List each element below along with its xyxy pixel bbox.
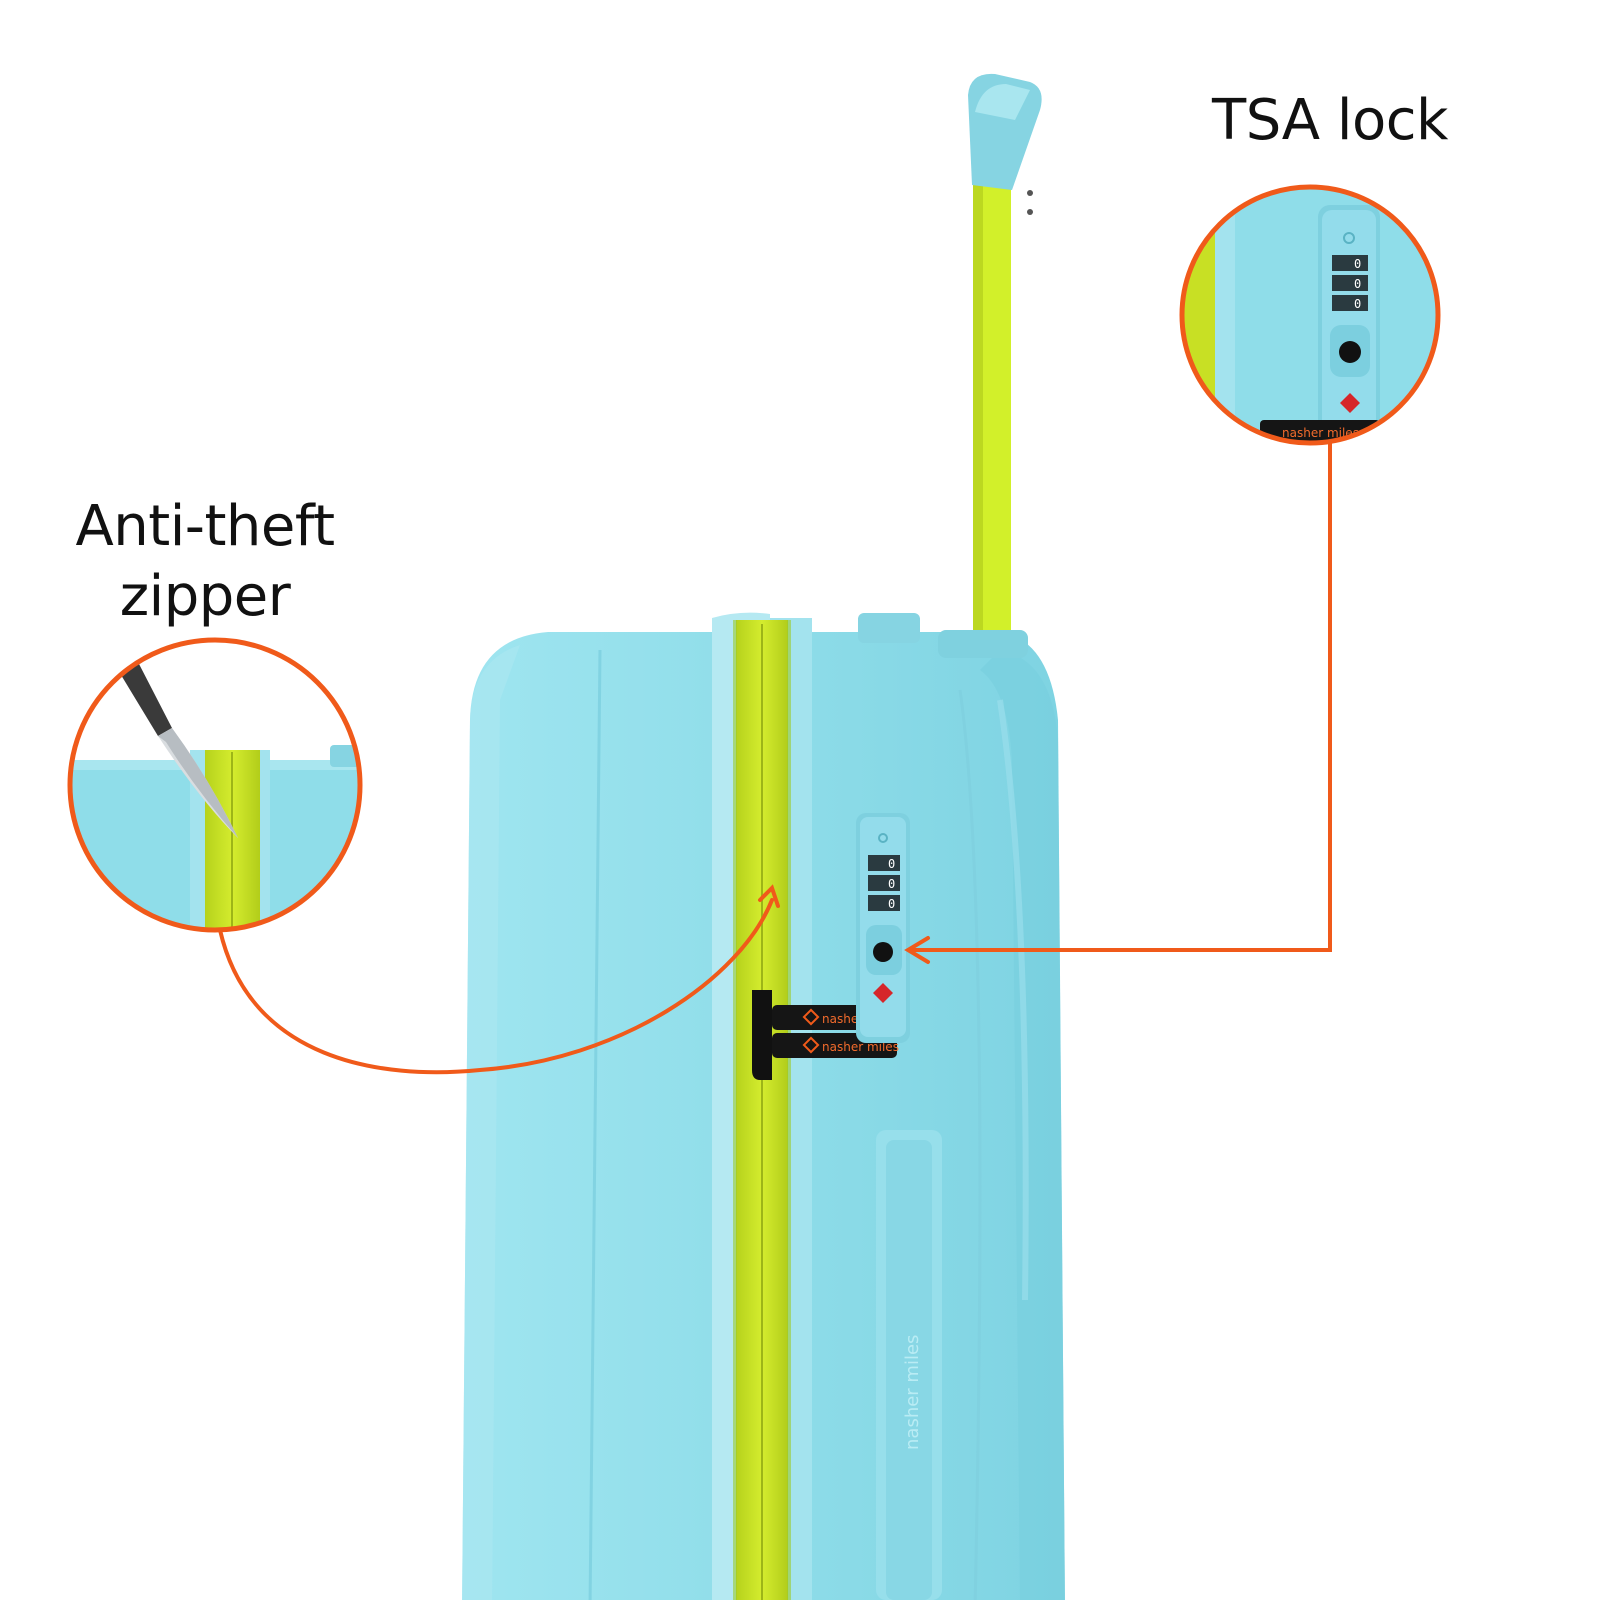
handle-brand-text: nasher miles [902,1335,923,1450]
keyhole-icon [873,942,893,962]
tsa-diamond-icon [873,983,893,1003]
anti-theft-zipper-label: Anti-theft zipper [40,492,370,632]
zipper-detail-ring [67,637,363,933]
dial-3: 0 [888,897,895,911]
anti-theft-zipper-label-line1: Anti-theft [75,494,335,559]
top-latch [858,613,920,643]
lock-dials: 0 0 0 [868,855,900,911]
dial-2: 0 [888,877,895,891]
detail-brand-text: nasher miles [1282,426,1359,440]
detail-tsa-diamond-icon [1340,393,1360,413]
detail-dial-1: 0 [1354,257,1361,271]
zipper-arrowhead [758,884,780,908]
trolley-handle [968,73,1042,670]
zipper-brand-text-2: nasher miles [822,1040,899,1054]
tsa-lock-label-text: TSA lock [1212,88,1448,153]
tsa-detail-ring [1179,184,1441,446]
dial-1: 0 [888,857,895,871]
zipper-detail-circle [70,640,360,930]
zipper-connector [218,898,774,1075]
anti-theft-zipper-label-line2: zipper [119,564,291,629]
zipper-strip [712,612,812,1600]
tsa-lock: 0 0 0 [856,813,910,1043]
tsa-lock-label: TSA lock [1160,86,1500,156]
tsa-arrowhead [904,936,930,964]
side-handle: nasher miles [876,1130,942,1600]
detail-dial-3: 0 [1354,297,1361,311]
detail-dial-2: 0 [1354,277,1361,291]
callout-connectors [218,441,1332,1075]
brand-logo-icon [802,1008,820,1054]
tsa-connector [908,441,1332,952]
detail-keyhole-icon [1339,341,1361,363]
knife-icon [118,662,238,838]
